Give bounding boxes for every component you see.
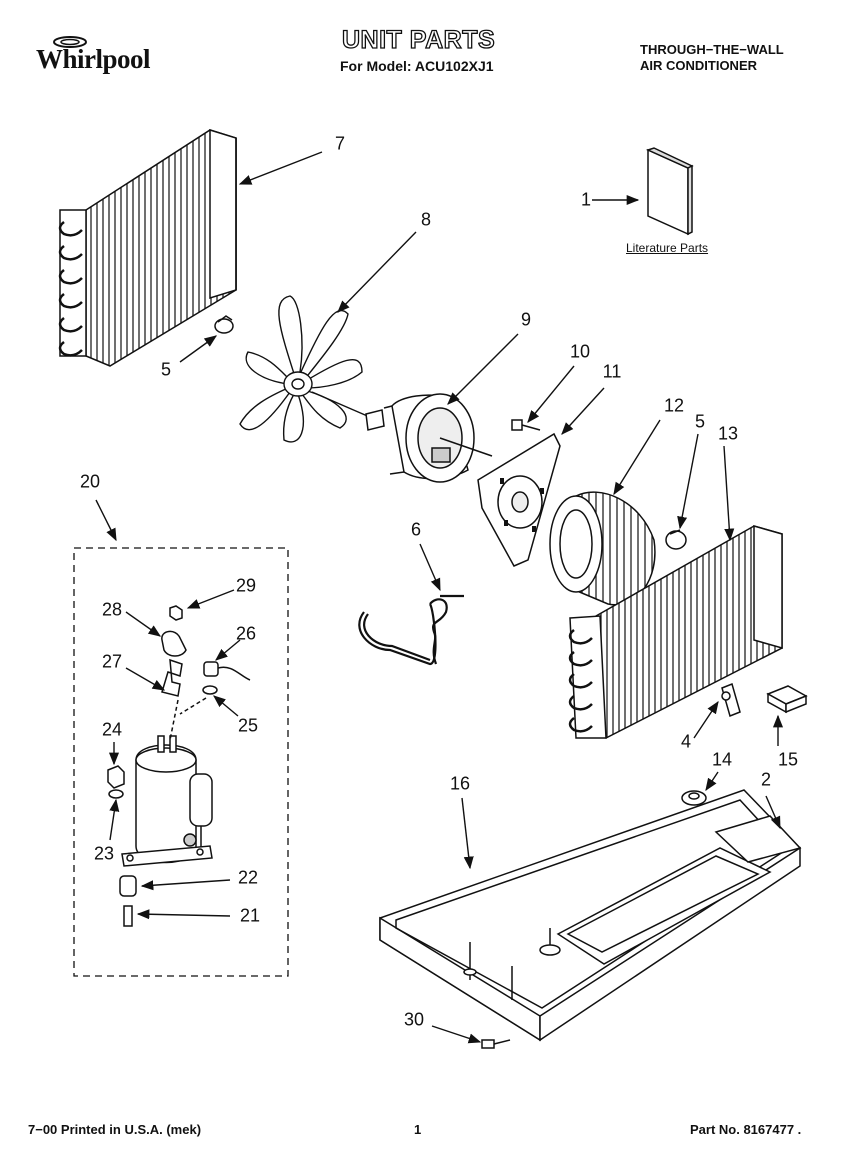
condenser-coil — [58, 128, 237, 367]
callout-9: 9 — [520, 309, 532, 330]
page-number: 1 — [414, 1122, 422, 1137]
callout-12: 12 — [663, 395, 685, 416]
wire-harness — [358, 594, 464, 666]
callout-16: 16 — [449, 773, 471, 794]
fan-blade — [239, 295, 373, 443]
leader-arrows — [95, 151, 784, 1044]
callout-20: 20 — [79, 471, 101, 492]
motor-screw — [511, 419, 541, 431]
callout-5-right: 5 — [694, 411, 706, 432]
brand-logo-text: Whirlpool — [36, 44, 151, 74]
callout-6: 6 — [410, 519, 422, 540]
blower-wheel — [549, 491, 656, 606]
callout-21: 21 — [239, 905, 261, 926]
nut-24 — [107, 765, 125, 789]
clip-upper — [214, 315, 234, 334]
part-number: Part No. 8167477 . — [690, 1122, 802, 1137]
bracket-part — [766, 685, 808, 714]
callout-30: 30 — [403, 1009, 425, 1030]
callout-5-upper: 5 — [160, 359, 172, 380]
nut-29 — [169, 605, 183, 621]
print-info: 7−00 Printed in U.S.A. (mek) — [28, 1122, 202, 1137]
callout-2: 2 — [760, 769, 772, 790]
callout-14: 14 — [711, 749, 733, 770]
callout-11: 11 — [602, 361, 622, 382]
callout-10: 10 — [569, 341, 591, 362]
callout-26: 26 — [235, 623, 257, 644]
motor-mount — [477, 432, 561, 567]
callout-29: 29 — [235, 575, 257, 596]
compressor — [121, 735, 213, 867]
base-pan — [379, 789, 802, 1042]
callout-24: 24 — [101, 719, 123, 740]
overload-26 — [203, 661, 219, 677]
bushing-25 — [202, 685, 218, 695]
thermistor-clip — [721, 682, 741, 718]
callout-13: 13 — [717, 423, 739, 444]
callout-27: 27 — [101, 651, 123, 672]
fan-motor — [365, 393, 493, 483]
literature-booklet — [645, 147, 694, 236]
clip-right — [665, 529, 687, 550]
cover-28 — [161, 630, 187, 657]
grommet-22 — [119, 875, 137, 897]
callout-28: 28 — [101, 599, 123, 620]
callout-25: 25 — [237, 715, 259, 736]
terminal-cover-27 — [161, 658, 183, 697]
callout-7: 7 — [334, 133, 346, 154]
callout-1: 1 — [580, 189, 592, 210]
sleeve-21 — [123, 905, 133, 927]
callout-4: 4 — [680, 731, 692, 752]
callout-15: 15 — [777, 749, 799, 770]
unit-type-line-2: AIR CONDITIONER — [640, 58, 757, 73]
compressor-group-box — [73, 547, 289, 977]
unit-type-line-1: THROUGH−THE−WALL — [640, 42, 784, 57]
page-title: UNIT PARTS — [341, 25, 496, 54]
washer-23 — [108, 789, 124, 799]
literature-parts-label: Literature Parts — [626, 241, 709, 255]
whirlpool-logo — [53, 36, 87, 48]
base-screw — [481, 1039, 511, 1049]
callout-8: 8 — [420, 209, 432, 230]
callout-22: 22 — [237, 867, 259, 888]
evaporator-coil — [568, 525, 783, 739]
compressor-small-parts — [107, 605, 251, 927]
callout-23: 23 — [93, 843, 115, 864]
model-number: For Model: ACU102XJ1 — [340, 58, 494, 74]
unit-type: THROUGH−THE−WALL AIR CONDITIONER — [640, 42, 784, 74]
grommet — [681, 790, 707, 806]
